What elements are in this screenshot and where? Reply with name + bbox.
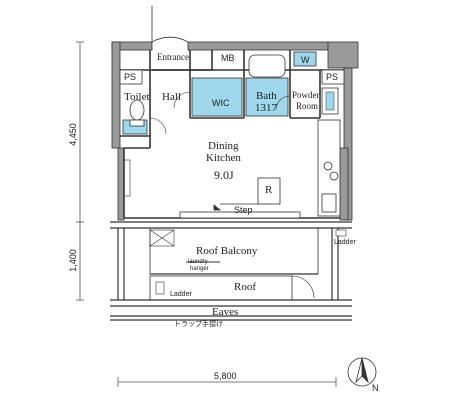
- dimension-width: 5,800: [214, 371, 237, 381]
- inner-walls: [120, 50, 344, 219]
- label-hanger: hanger: [190, 266, 209, 272]
- balcony-door: [291, 275, 315, 299]
- label-hall: Hall: [162, 91, 181, 103]
- label-refrigerator: R: [265, 184, 273, 196]
- dimension-lower: 1,400: [67, 249, 78, 272]
- label-area: 9.0J: [214, 168, 234, 182]
- label-w: W: [301, 55, 310, 65]
- label-roof: Roof: [234, 281, 256, 293]
- label-toilet: Toilet: [124, 91, 150, 103]
- wet-areas: [122, 51, 317, 135]
- compass-icon: [347, 357, 377, 387]
- outer-walls: [111, 41, 359, 221]
- toilet-bowl: [129, 99, 145, 121]
- compass-label: N: [372, 383, 379, 393]
- label-roof-balcony: Roof Balcony: [196, 245, 258, 257]
- ps-shafts: [119, 69, 345, 85]
- label-laundry: laundry: [188, 259, 208, 265]
- label-entrance: Entrance: [157, 52, 189, 62]
- inner-doors: [149, 91, 291, 135]
- label-ladder-right: Ladder: [334, 239, 356, 246]
- label-trap: トラップ手摺け: [174, 320, 223, 328]
- ladder-left: [155, 281, 165, 295]
- label-ps-left: PS: [124, 72, 137, 82]
- ladder-right: [335, 229, 347, 237]
- label-wic: WIC: [212, 98, 230, 108]
- bathtub: [248, 54, 286, 78]
- label-powder-room: Room: [296, 101, 319, 111]
- label-bath: Bath: [256, 90, 277, 102]
- label-dining: Dining: [208, 140, 239, 152]
- label-bath-size: 1317: [255, 102, 277, 114]
- label-powder: Powder: [292, 90, 320, 100]
- balcony: [110, 221, 352, 321]
- dimension-lines: [76, 41, 337, 387]
- entrance-door: [151, 6, 189, 43]
- dimension-upper: 4,450: [67, 123, 78, 146]
- planter: [149, 229, 175, 247]
- refrigerator: [257, 177, 281, 205]
- step-area: [179, 203, 301, 219]
- label-step: Step: [234, 205, 253, 215]
- label-kitchen: Kitchen: [206, 152, 241, 164]
- label-ps-right: PS: [326, 72, 339, 82]
- toilet-tank: [129, 119, 145, 127]
- label-ladder-left: Ladder: [170, 291, 192, 298]
- label-mb: MB: [221, 53, 235, 63]
- label-eaves: Eaves: [212, 306, 239, 318]
- kitchen-counter: [317, 119, 341, 217]
- window-left: [123, 159, 131, 197]
